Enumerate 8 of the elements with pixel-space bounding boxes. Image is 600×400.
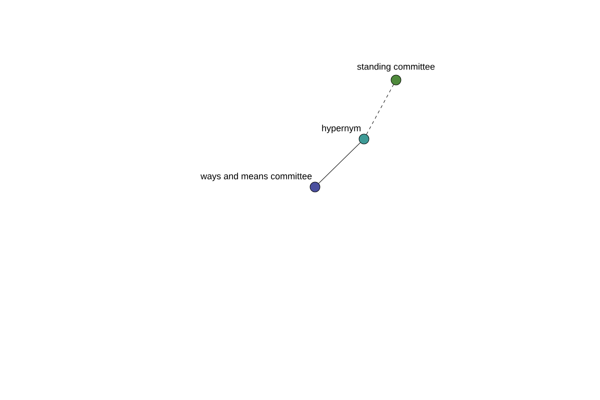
connector-line (366, 84, 394, 135)
connector-line (318, 142, 360, 184)
circle-node: hypernym (322, 124, 370, 144)
node-label: standing committee (357, 63, 435, 72)
node-label: ways and means committee (200, 172, 312, 182)
circle-node: ways and means committee (200, 172, 320, 192)
node-label: hypernym (322, 124, 360, 134)
circle-node: standing committee (357, 63, 435, 86)
